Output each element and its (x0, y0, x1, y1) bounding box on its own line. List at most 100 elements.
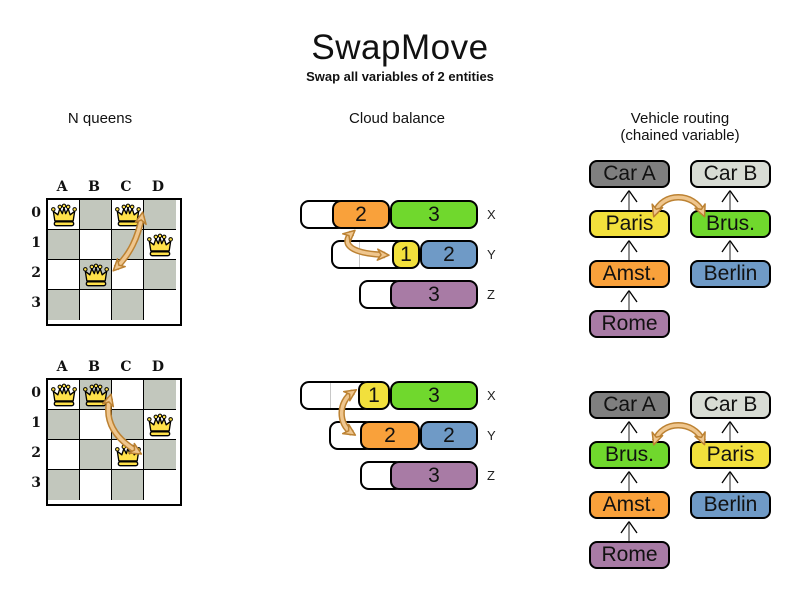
board-cell (48, 290, 80, 320)
vrp-after-chain-link (617, 519, 641, 546)
queen-icon (51, 383, 77, 407)
cloud-before-process-block: 3 (390, 200, 478, 229)
queen-icon (83, 383, 109, 407)
vrp-after-node: Rome (589, 541, 670, 569)
page-title: SwapMove (311, 28, 489, 67)
chain-arrow-icon (620, 471, 638, 491)
swap-arrow-nqueens-before (112, 211, 147, 272)
chain-arrow-icon (721, 190, 739, 210)
board-before-col-header-B: B (88, 179, 100, 195)
vrp-before-node: Berlin (690, 260, 771, 288)
cloud-after-computer-label: X (487, 388, 496, 403)
chain-arrow-icon (721, 240, 739, 260)
vrp-after-node: Car B (690, 391, 771, 419)
chain-arrow-icon (620, 290, 638, 310)
board-cell (80, 230, 112, 260)
chain-arrow-icon (620, 521, 638, 541)
cloud-before-process-block: 1 (392, 240, 420, 269)
vrp-before-node: Brus. (690, 210, 771, 238)
cloud-before-computer-label: Y (487, 247, 496, 262)
board-cell (48, 200, 80, 230)
cloud-before-computer-label: Z (487, 287, 495, 302)
board-cell (144, 290, 176, 320)
swap-arrow-vrp-after (651, 422, 706, 446)
queen-icon (147, 233, 173, 257)
board-cell (144, 380, 176, 410)
vrp-before-chain-link (718, 238, 742, 265)
vrp-after-chain-link (617, 419, 641, 446)
section-header-cloud: Cloud balance (349, 110, 445, 127)
board-after-row-header-0: 0 (31, 385, 41, 401)
capacity-divider (330, 383, 331, 408)
swap-arrow-vrp-before (651, 194, 706, 218)
section-header-nqueens: N queens (67, 110, 133, 127)
board-cell (112, 470, 144, 500)
board-before-row-header-2: 2 (31, 265, 41, 281)
board-cell (144, 200, 176, 230)
board-cell (144, 440, 176, 470)
page-subtitle: Swap all variables of 2 entities (306, 69, 494, 84)
board-after-row-header-1: 1 (31, 415, 41, 431)
board-cell (48, 230, 80, 260)
vrp-after-node: Car A (589, 391, 670, 419)
board-cell (80, 470, 112, 500)
queen-icon (83, 263, 109, 287)
cloud-after-process-block: 1 (358, 381, 390, 410)
board-cell (48, 410, 80, 440)
vrp-before-chain-link (617, 288, 641, 315)
section-header-vrp: Vehicle routing (chained variable) (600, 110, 760, 144)
cloud-after-process-block: 2 (360, 421, 420, 450)
section-header-vrp-line2: (chained variable) (620, 127, 740, 144)
swap-arrow-cloud-before (341, 229, 390, 261)
chain-arrow-icon (620, 421, 638, 441)
vrp-before-node: Rome (589, 310, 670, 338)
cloud-after-process-block: 2 (420, 421, 478, 450)
board-cell (144, 470, 176, 500)
vrp-after-node: Berlin (690, 491, 771, 519)
board-before-col-header-D: D (151, 179, 165, 195)
board-after-row-header-2: 2 (31, 445, 41, 461)
chain-arrow-icon (721, 421, 739, 441)
vrp-before-node: Amst. (589, 260, 670, 288)
vrp-after-chain-link (718, 419, 742, 446)
board-before-col-header-A: A (56, 179, 68, 195)
cloud-before-process-block: 2 (420, 240, 478, 269)
cloud-before-computer-label: X (487, 207, 496, 222)
board-cell (112, 290, 144, 320)
vrp-before-node: Car B (690, 160, 771, 188)
swap-arrow-nqueens-after (101, 393, 143, 455)
board-after-col-header-A: A (56, 359, 68, 375)
board-cell (80, 200, 112, 230)
chain-arrow-icon (620, 190, 638, 210)
cloud-after-process-block: 3 (390, 381, 478, 410)
section-header-vrp-line1: Vehicle routing (630, 110, 730, 127)
board-before-row-header-1: 1 (31, 235, 41, 251)
board-before-row-header-3: 3 (31, 295, 41, 311)
board-cell (48, 470, 80, 500)
board-cell (48, 260, 80, 290)
cloud-after-computer-label: Y (487, 428, 496, 443)
board-before-col-header-C: C (120, 179, 132, 195)
board-cell (48, 380, 80, 410)
vrp-before-chain-link (617, 188, 641, 215)
board-before-row-header-0: 0 (31, 205, 41, 221)
vrp-after-chain-link (617, 469, 641, 496)
board-after-row-header-3: 3 (31, 475, 41, 491)
vrp-after-node: Brus. (589, 441, 670, 469)
vrp-before-chain-link (617, 238, 641, 265)
vrp-before-chain-link (718, 188, 742, 215)
queen-icon (51, 203, 77, 227)
board-cell (48, 440, 80, 470)
chain-arrow-icon (721, 471, 739, 491)
board-after-col-header-C: C (120, 359, 132, 375)
board-cell (80, 290, 112, 320)
queen-icon (147, 413, 173, 437)
chain-arrow-icon (620, 240, 638, 260)
vrp-before-node: Paris (589, 210, 670, 238)
swap-arrow-cloud-after (338, 389, 358, 436)
vrp-after-chain-link (718, 469, 742, 496)
vrp-after-node: Paris (690, 441, 771, 469)
cloud-before-process-block: 3 (390, 280, 478, 309)
board-cell (144, 230, 176, 260)
